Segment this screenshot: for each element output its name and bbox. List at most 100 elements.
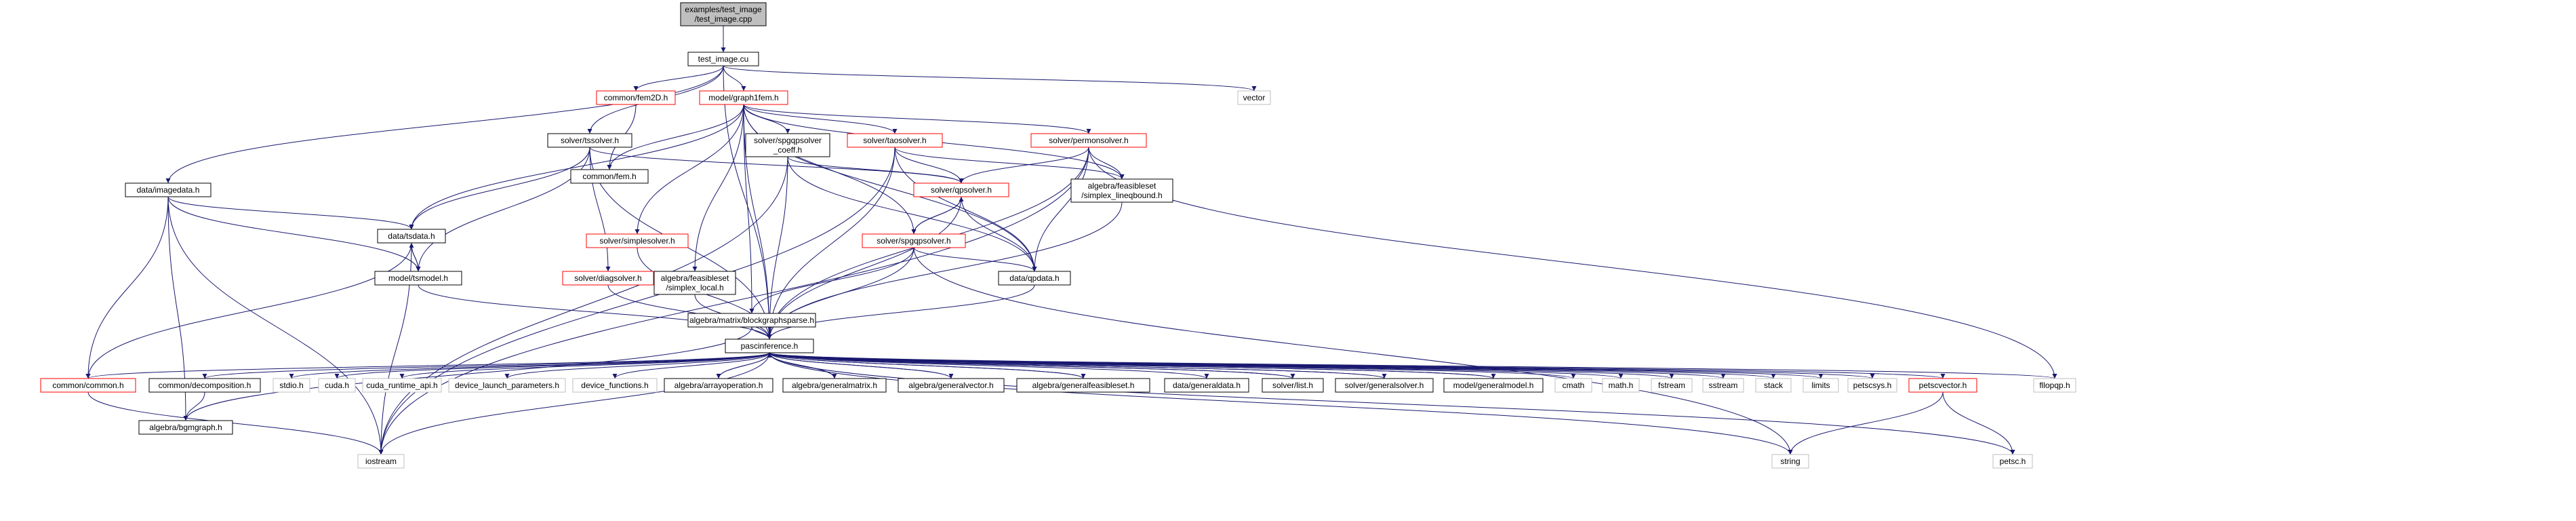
node-box — [448, 378, 566, 393]
node-box — [138, 420, 233, 435]
node-box — [680, 2, 767, 26]
node-root[interactable]: examples/test_image/test_image.cpp — [680, 2, 767, 26]
edge-pascinference-to-petscsys — [769, 352, 1874, 379]
edge-spgqp_coeff-to-iostream — [378, 156, 788, 455]
node-box — [699, 90, 788, 105]
node-box — [782, 378, 887, 393]
edge-pascinference-to-device_functions — [612, 352, 770, 379]
node-label: data/qpdata.h — [1009, 273, 1059, 283]
edge-graph1fem-to-common_fem — [607, 104, 744, 170]
node-decomposition[interactable]: common/decomposition.h — [148, 378, 261, 393]
node-box — [2033, 378, 2076, 393]
node-fem2d[interactable]: common/fem2D.h — [596, 90, 676, 105]
edge-pascinference-to-string — [769, 352, 1793, 455]
node-generalmatrix[interactable]: algebra/generalmatrix.h — [782, 378, 887, 393]
node-tsmodel[interactable]: model/tsmodel.h — [374, 271, 462, 286]
node-graph1fem[interactable]: model/graph1fem.h — [699, 90, 788, 105]
node-generalvector[interactable]: algebra/generalvector.h — [898, 378, 1005, 393]
node-label: limits — [1811, 381, 1830, 390]
node-simplex_local[interactable]: algebra/feasibleset/simplex_local.h — [653, 271, 736, 295]
node-label: algebra/bgmgraph.h — [149, 423, 222, 432]
node-label: data/generaldata.h — [1173, 381, 1241, 390]
node-label: solver/qpsolver.h — [931, 185, 992, 195]
node-label: algebra/feasibleset — [1088, 181, 1156, 191]
node-imagedata[interactable]: data/imagedata.h — [125, 182, 212, 197]
node-label: solver/list.h — [1272, 381, 1313, 390]
node-pascinference[interactable]: pascinference.h — [725, 339, 814, 353]
edge-pascinference-to-math — [769, 352, 1624, 379]
edge-pascinference-to-generaldata — [769, 352, 1209, 379]
node-generaldata[interactable]: data/generaldata.h — [1164, 378, 1249, 393]
node-iostream: iostream — [357, 454, 405, 469]
edge-spgqpsolver-to-qpdata — [913, 247, 1037, 272]
node-box — [1262, 378, 1324, 393]
node-box — [357, 454, 405, 469]
node-generalsolver[interactable]: solver/generalsolver.h — [1335, 378, 1434, 393]
edge-pascinference-to-common_common — [85, 352, 770, 379]
node-permonsolver[interactable]: solver/permonsolver.h — [1030, 133, 1147, 148]
node-box — [1992, 454, 2033, 469]
edge-tssolver-to-tsdata — [409, 147, 590, 230]
edge-generalmodel-to-pascinference — [767, 352, 1494, 379]
node-cuda_runtime: cuda_runtime_api.h — [362, 378, 442, 393]
node-common_common[interactable]: common/common.h — [40, 378, 136, 393]
node-diagsolver[interactable]: solver/diagsolver.h — [562, 271, 654, 286]
edge-graph1fem-to-taosolver — [743, 104, 898, 134]
edge-qpsolver-to-qpdata — [961, 196, 1037, 272]
node-label: solver/permonsolver.h — [1049, 136, 1128, 145]
node-test_image_cu[interactable]: test_image.cu — [687, 52, 759, 66]
node-label: pascinference.h — [741, 341, 799, 351]
node-box — [1237, 90, 1271, 105]
node-label: petscvector.h — [1919, 381, 1967, 390]
node-generalfeasibleset[interactable]: algebra/generalfeasibleset.h — [1016, 378, 1150, 393]
edge-spgqpsolver-to-string — [913, 247, 1793, 455]
node-arrayoperation[interactable]: algebra/arrayoperation.h — [664, 378, 773, 393]
node-fstream: fstream — [1651, 378, 1693, 393]
node-box — [596, 90, 676, 105]
node-label: solver/taosolver.h — [863, 136, 926, 145]
edge-solver_list-to-pascinference — [767, 352, 1293, 379]
node-box — [374, 271, 462, 286]
node-label: solver/simplesolver.h — [599, 236, 675, 246]
edge-spgqpsolver-to-qpsolver — [913, 196, 964, 235]
node-label: _coeff.h — [773, 145, 802, 155]
node-box — [1651, 378, 1693, 393]
node-bgmgraph[interactable]: algebra/bgmgraph.h — [138, 420, 233, 435]
node-spgqpsolver[interactable]: solver/spgqpsolver.h — [862, 233, 966, 248]
node-petscvector[interactable]: petscvector.h — [1908, 378, 1977, 393]
edge-taosolver-to-pascinference — [767, 147, 895, 340]
node-tsdata[interactable]: data/tsdata.h — [377, 229, 446, 244]
node-solver_list[interactable]: solver/list.h — [1262, 378, 1324, 393]
node-box — [1803, 378, 1839, 393]
node-label: math.h — [1609, 381, 1634, 390]
node-box — [40, 378, 136, 393]
node-label: common/fem2D.h — [604, 93, 668, 102]
edge-test_image_cu-to-fem2d — [633, 65, 724, 92]
edge-permonsolver-to-iostream — [378, 147, 1089, 455]
node-box — [1771, 454, 1809, 469]
node-common_fem[interactable]: common/fem.h — [570, 169, 649, 184]
edge-permonsolver-to-simplex_lineqbound — [1088, 147, 1125, 180]
edge-permonsolver-to-fllopqp — [1088, 147, 2057, 379]
node-spgqp_coeff[interactable]: solver/spgqpsolver_coeff.h — [745, 133, 830, 157]
edge-pascinference-to-petsc — [769, 352, 2015, 455]
node-simplesolver[interactable]: solver/simplesolver.h — [586, 233, 689, 248]
node-box — [1016, 378, 1150, 393]
node-label: cuda.h — [325, 381, 349, 390]
node-label: petscsys.h — [1853, 381, 1892, 390]
node-taosolver[interactable]: solver/taosolver.h — [847, 133, 943, 148]
node-sstream: sstream — [1702, 378, 1744, 393]
node-qpsolver[interactable]: solver/qpsolver.h — [913, 182, 1009, 197]
node-label: model/graph1fem.h — [708, 93, 778, 102]
node-tssolver[interactable]: solver/tssolver.h — [547, 133, 632, 148]
node-box — [570, 169, 649, 184]
edge-decomposition-to-bgmgraph — [183, 391, 205, 421]
node-qpdata[interactable]: data/qpdata.h — [998, 271, 1071, 286]
node-blockgraphsparse[interactable]: algebra/matrix/blockgraphsparse.h — [687, 313, 816, 328]
node-box — [377, 229, 446, 244]
node-label: /simplex_local.h — [666, 283, 723, 292]
node-simplex_lineqbound[interactable]: algebra/feasibleset/simplex_lineqbound.h — [1070, 178, 1173, 203]
node-generalmodel[interactable]: model/generalmodel.h — [1443, 378, 1544, 393]
node-label: cmath — [1563, 381, 1585, 390]
edge-common_common-to-iostream — [87, 391, 384, 455]
